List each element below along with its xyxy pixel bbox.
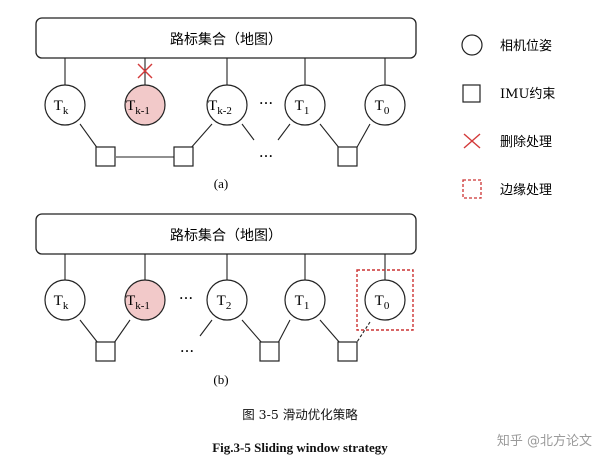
imu-link-a [355,123,371,150]
legend-delete: 删除处理 [500,135,552,150]
caption-chinese: 图 3-5 滑动优化策略 [242,407,358,422]
legend-dashed-box-icon [462,179,482,199]
delete-cross-a [137,63,153,79]
pose-label-b: T1 [295,293,310,312]
legend-imu-constraint: IMU约束 [500,87,555,102]
legend-marginalize: 边缘处理 [500,183,552,198]
imu-link-a [79,123,99,150]
marginalize-box-b [356,269,414,331]
pose-label-a: T1 [295,98,310,117]
pose-circle-a [206,84,248,126]
pose-label-b: Tk [54,293,69,312]
imu-link-b [113,319,131,344]
legend-camera-pose: 相机位姿 [500,38,552,54]
imu-link-b [79,319,99,344]
pose-label-a: Tk-1 [126,98,150,117]
ellipsis-b: ··· [179,289,193,307]
ellipsis-a: ··· [259,147,273,165]
pose-label-b: T2 [217,293,232,312]
diagram-b: 路标集合（地图） Tk Tk-1 T2 T1 T0 ··· ··· [35,213,417,387]
imu-square-b [259,341,280,362]
pose-circle-a [284,84,326,126]
diagram-a: 路标集合（地图） Tk Tk-1 Tk-2 T1 T0 ··· [35,17,417,191]
imu-link-a [319,123,341,150]
ellipsis-b: ··· [180,342,194,360]
caption-english: Fig.3-5 Sliding window strategy [212,440,388,455]
legend-square-icon [462,84,481,103]
imu-square-b [337,341,358,362]
pose-label-a: T0 [375,98,390,117]
imu-link-a [189,123,213,150]
imu-link-b [277,319,291,344]
imu-square-a [173,146,194,167]
imu-link-a [277,123,291,141]
diagram-a-label: (a) [214,176,228,191]
map-box-a [35,17,417,59]
imu-link-b [241,319,263,344]
pose-label-a: Tk-2 [208,98,232,117]
imu-square-a [95,146,116,167]
pose-label-b: Tk-1 [126,293,150,312]
pose-circle-b [284,279,326,321]
pose-label-a: Tk [54,98,69,117]
imu-link-a [241,123,255,141]
legend: 相机位姿 IMU约束 删除处理 边缘处理 [461,34,555,199]
pose-circle-a [364,84,406,126]
sliding-window-diagram: 路标集合（地图） Tk Tk-1 Tk-2 T1 T0 ··· [35,17,555,387]
legend-circle-icon [461,34,483,56]
diagram-b-label: (b) [213,372,228,387]
map-label-a: 路标集合（地图） [170,31,282,48]
map-box-b [35,213,417,255]
ellipsis-a: ··· [259,94,273,112]
pose-circle-b-deleted [124,279,166,321]
pose-circle-b [206,279,248,321]
imu-square-a [337,146,358,167]
pose-circle-b [364,279,406,321]
watermark: 知乎 @北方论文 [496,434,592,449]
imu-square-b [95,341,116,362]
imu-link-b [319,319,341,344]
marginalize-link-b [356,321,371,343]
pose-circle-a-deleted [124,84,166,126]
map-label-b: 路标集合（地图） [170,227,282,244]
pose-circle-a [44,84,86,126]
imu-link-b [199,319,213,337]
legend-cross-icon [463,133,481,149]
pose-circle-b [44,279,86,321]
pose-label-b: T0 [375,293,390,312]
